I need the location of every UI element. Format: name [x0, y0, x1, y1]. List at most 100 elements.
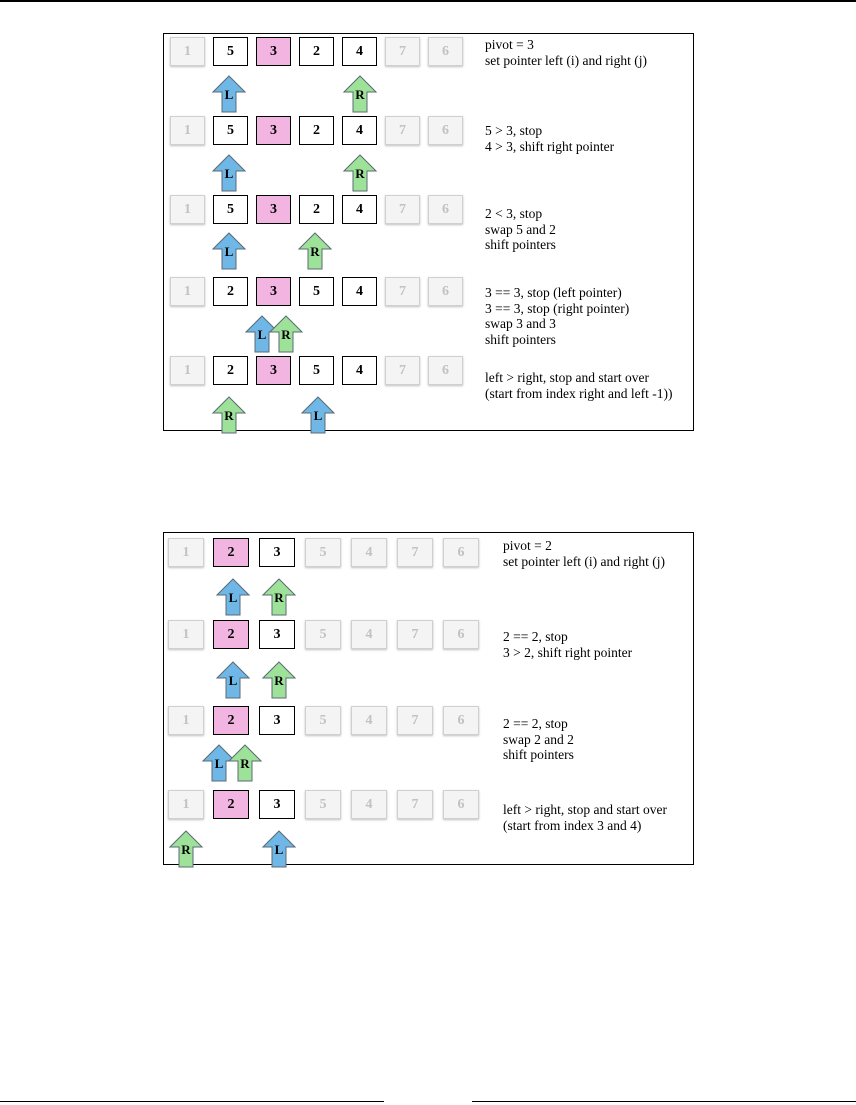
note-line: shift pointers [485, 237, 556, 252]
bottom-rule-left [0, 1101, 384, 1102]
note-line: left > right, stop and start over [503, 802, 667, 817]
array-cell: 5 [299, 356, 334, 385]
left-pointer-icon: L [215, 578, 251, 616]
pivot-cell: 3 [256, 195, 291, 224]
left-pointer-icon: L [261, 830, 297, 868]
note-line: shift pointers [503, 747, 574, 762]
array-cell: 4 [342, 195, 377, 224]
pointer-label: R [224, 408, 234, 423]
array-cell: 6 [443, 790, 479, 819]
right-pointer-icon: R [261, 661, 297, 699]
note-line: (start from index right and left -1)) [485, 385, 673, 401]
right-pointer-icon: R [342, 75, 378, 113]
array-cell: 2 [213, 356, 248, 385]
pivot-cell: 2 [213, 790, 249, 819]
pointer-label: L [228, 673, 238, 688]
array-cell: 1 [170, 37, 205, 66]
step-notes: left > right, stop and start over(start … [485, 370, 672, 401]
array-cell: 7 [385, 195, 420, 224]
note-line: 5 > 3, stop [485, 123, 543, 138]
step-notes: left > right, stop and start over(start … [503, 802, 667, 833]
array-cell: 3 [259, 706, 295, 735]
right-pointer-icon: R [168, 830, 204, 868]
note-line: pivot = 3 [485, 37, 534, 52]
note-line: set pointer left (i) and right (j) [503, 553, 665, 569]
pivot-cell: 3 [256, 277, 291, 306]
pointer-label: L [224, 244, 234, 259]
note-line: (start from index 3 and 4) [503, 817, 642, 833]
array-cell: 4 [351, 706, 387, 735]
array-cell: 6 [443, 620, 479, 649]
array-cell: 1 [170, 356, 205, 385]
note-line: left > right, stop and start over [485, 370, 649, 385]
array-cell: 5 [213, 195, 248, 224]
pivot-cell: 2 [213, 620, 249, 649]
array-cell: 6 [428, 277, 463, 306]
pivot-cell: 3 [256, 356, 291, 385]
array-cell: 5 [213, 116, 248, 145]
array-cell: 7 [385, 37, 420, 66]
array-cell: 7 [397, 790, 433, 819]
array-cell: 4 [351, 538, 387, 567]
step-notes: 3 == 3, stop (left pointer)3 == 3, stop … [485, 285, 629, 347]
pointer-label: R [281, 327, 291, 342]
note-line: 2 < 3, stop [485, 206, 543, 221]
array-cell: 3 [259, 620, 295, 649]
right-pointer-icon: R [297, 232, 333, 270]
array-cell: 2 [299, 116, 334, 145]
left-pointer-icon: L [211, 154, 247, 192]
array-cell: 2 [213, 277, 248, 306]
note-line: set pointer left (i) and right (j) [485, 52, 647, 68]
note-line: 4 > 3, shift right pointer [485, 138, 615, 154]
note-line: 3 > 2, shift right pointer [503, 644, 633, 660]
array-cell: 6 [428, 356, 463, 385]
note-line: 3 == 3, stop (left pointer) [485, 285, 622, 300]
array-cell: 1 [168, 790, 204, 819]
pivot-cell: 3 [256, 37, 291, 66]
array-cell: 7 [397, 706, 433, 735]
pointer-label: L [274, 842, 284, 857]
array-cell: 4 [342, 277, 377, 306]
left-pointer-icon: L [300, 396, 336, 434]
pivot-cell: 2 [213, 538, 249, 567]
top-rule [0, 0, 856, 2]
array-cell: 1 [168, 538, 204, 567]
array-cell: 5 [305, 790, 341, 819]
pointer-label: L [228, 590, 238, 605]
array-cell: 4 [351, 790, 387, 819]
array-cell: 3 [259, 538, 295, 567]
array-cell: 6 [443, 538, 479, 567]
array-cell: 4 [342, 37, 377, 66]
pointer-label: R [355, 87, 365, 102]
pointer-label: R [274, 673, 284, 688]
array-cell: 7 [385, 116, 420, 145]
right-pointer-icon: R [261, 578, 297, 616]
note-line: swap 2 and 2 [503, 731, 574, 747]
array-cell: 2 [299, 37, 334, 66]
array-cell: 7 [397, 538, 433, 567]
right-pointer-icon: R [211, 396, 247, 434]
array-cell: 4 [342, 116, 377, 145]
right-pointer-icon: R [268, 315, 304, 353]
pivot-cell: 3 [256, 116, 291, 145]
array-cell: 6 [443, 706, 479, 735]
note-line: 2 == 2, stop [503, 629, 568, 644]
right-pointer-icon: R [342, 154, 378, 192]
array-cell: 5 [305, 706, 341, 735]
array-cell: 1 [168, 706, 204, 735]
array-cell: 3 [259, 790, 295, 819]
array-cell: 1 [168, 620, 204, 649]
pointer-label: L [224, 87, 234, 102]
pointer-label: L [257, 327, 267, 342]
left-pointer-icon: L [211, 232, 247, 270]
pointer-label: R [274, 590, 284, 605]
array-cell: 6 [428, 37, 463, 66]
array-cell: 1 [170, 116, 205, 145]
left-pointer-icon: L [215, 661, 251, 699]
array-cell: 5 [213, 37, 248, 66]
